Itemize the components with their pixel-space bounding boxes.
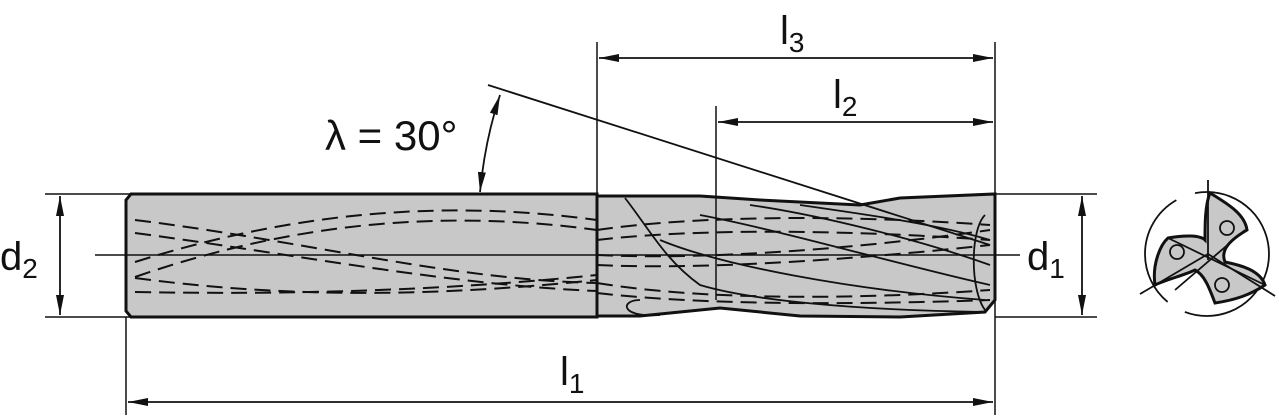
l3-label: l3 [780,9,804,58]
l2-label: l2 [833,73,857,122]
extension-lines [45,42,1097,415]
helix-angle-label: λ = 30° [325,112,457,159]
dimension-lines [56,54,1086,406]
d1-label: d1 [1027,235,1065,284]
helix-angle-indicator [477,84,991,246]
l1-label: l1 [560,350,584,399]
end-view [1139,180,1276,317]
d2-label: d2 [0,235,38,284]
